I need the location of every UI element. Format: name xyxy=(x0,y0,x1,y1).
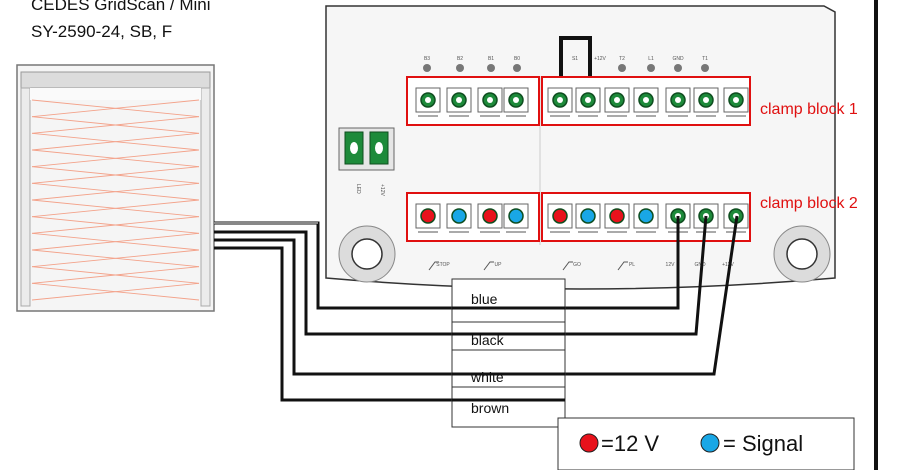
terminal-hole xyxy=(557,97,563,103)
legend-red-text: =12 V xyxy=(601,431,659,456)
bottom-pin-label: 12V xyxy=(666,262,676,268)
pin-dot xyxy=(487,64,495,72)
legend-blue-text: = Signal xyxy=(723,431,803,456)
bottom-pin-label: GO xyxy=(573,262,581,268)
beam-line xyxy=(31,282,200,301)
terminal-hole xyxy=(643,97,649,103)
beam-line xyxy=(31,249,200,268)
wire-label-white: white xyxy=(470,369,504,385)
pin-dot xyxy=(423,64,431,72)
beam-line xyxy=(31,166,200,184)
top-pin-label: +12V xyxy=(594,56,606,62)
bottom-pin-label: GND xyxy=(694,262,706,268)
beam-line xyxy=(31,99,200,118)
terminal-screw xyxy=(420,208,436,224)
terminal-screw xyxy=(552,208,568,224)
wire-label-blue: blue xyxy=(471,291,498,307)
wire-label-black: black xyxy=(471,332,505,348)
terminal-hole xyxy=(703,97,709,103)
terminal xyxy=(575,203,601,229)
switch-symbol xyxy=(617,261,628,271)
beam-line xyxy=(31,199,200,218)
side-label-12v: +12V xyxy=(379,184,385,196)
terminal-hole xyxy=(456,97,462,103)
light-curtain-device xyxy=(16,64,215,312)
clamp-block-1-label: clamp block 1 xyxy=(760,101,858,118)
top-pin-label: T2 xyxy=(619,56,625,62)
pin-dot xyxy=(674,64,682,72)
pin-dot xyxy=(513,64,521,72)
pin-dot xyxy=(456,64,464,72)
bottom-pin-label: STOP xyxy=(436,262,450,268)
controller-board xyxy=(325,5,836,290)
terminal-screw xyxy=(482,208,498,224)
top-pin-label: B2 xyxy=(457,56,463,62)
terminal-hole xyxy=(585,97,591,103)
switch-symbol xyxy=(562,261,573,271)
top-pin-row: B3 B2 B1 B0 S1 +12V T2 L1 GND T1 xyxy=(423,56,709,72)
bottom-pin-label: PL xyxy=(629,262,635,268)
terminal-hole xyxy=(425,97,431,103)
device-title-line2: SY-2590-24, SB, F xyxy=(31,22,172,41)
terminal-screw xyxy=(638,208,654,224)
beam-line xyxy=(31,232,200,251)
side-connector xyxy=(338,127,395,171)
legend-red-dot xyxy=(579,433,599,453)
wire-label-brown: brown xyxy=(471,400,509,416)
terminal-screw xyxy=(508,208,524,224)
clamp-block-1 xyxy=(406,76,751,126)
top-pin-label: GND xyxy=(672,56,684,62)
terminal-screw xyxy=(580,208,596,224)
beam-line xyxy=(31,182,200,201)
top-pin-label: B3 xyxy=(424,56,430,62)
terminal xyxy=(723,87,749,113)
wires xyxy=(214,215,739,402)
top-pin-label: B1 xyxy=(488,56,494,62)
top-pin-label: B0 xyxy=(514,56,520,62)
bottom-pin-label: UP xyxy=(495,262,503,268)
side-label-led: LED xyxy=(355,184,361,194)
clamp-block-2 xyxy=(406,192,751,242)
top-pin-label: T1 xyxy=(702,56,708,62)
mounting-hole-right xyxy=(773,225,831,283)
legend-blue-dot xyxy=(700,433,720,453)
terminal-hole xyxy=(733,97,739,103)
beam-line xyxy=(31,149,200,168)
pin-dot xyxy=(647,64,655,72)
device-title-line1: CEDES GridScan / Mini xyxy=(31,0,211,14)
terminal xyxy=(633,87,659,113)
terminal-screw xyxy=(609,208,625,224)
beam-line xyxy=(31,132,200,151)
wire-label-box: blue black white brown xyxy=(451,278,566,428)
switch-symbol xyxy=(428,261,439,271)
jumper-wire xyxy=(559,36,592,99)
pin-dot xyxy=(701,64,709,72)
pin-dot xyxy=(618,64,626,72)
bottom-pin-row: STOP UP GO PL 12V GND +12V xyxy=(428,261,735,271)
terminal-hole xyxy=(614,97,620,103)
beam-line xyxy=(31,266,200,284)
mounting-hole-left xyxy=(338,225,396,283)
top-pin-label: S1 xyxy=(572,56,578,62)
terminal-hole xyxy=(513,97,519,103)
switch-symbol xyxy=(483,261,494,271)
legend: =12 V = Signal xyxy=(557,417,855,470)
terminal-screw xyxy=(451,208,467,224)
terminal-hole xyxy=(487,97,493,103)
top-pin-label: L1 xyxy=(648,56,654,62)
beam-line xyxy=(31,116,200,134)
light-beams xyxy=(31,99,200,301)
bottom-pin-label: +12V xyxy=(722,262,734,268)
terminal-hole xyxy=(675,97,681,103)
terminal xyxy=(575,87,601,113)
beam-line xyxy=(31,216,200,234)
clamp-block-2-label: clamp block 2 xyxy=(760,195,858,212)
